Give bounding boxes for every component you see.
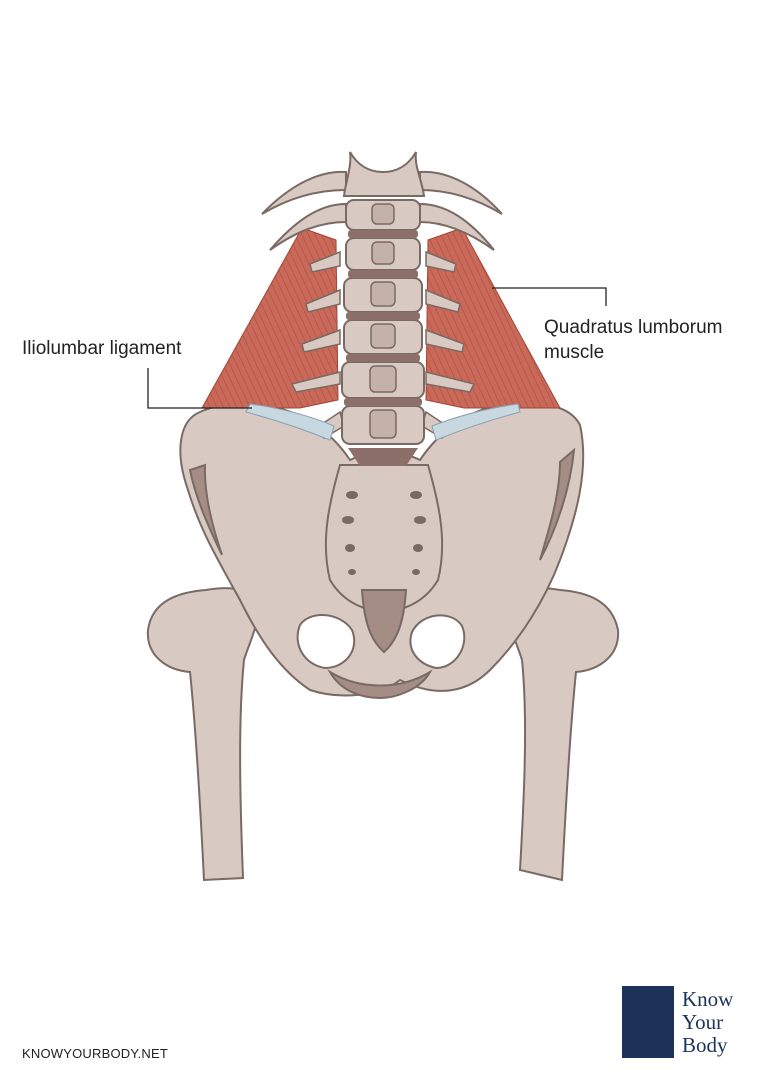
quadratus-leader-line — [492, 287, 607, 306]
sacrum — [324, 464, 444, 654]
iliolumbar-ligaments — [245, 403, 521, 441]
ribs — [261, 170, 503, 251]
iliolumbar-ligament-label: Iliolumbar ligament — [22, 338, 182, 359]
logo-text-line1: Know — [682, 987, 734, 1011]
quadratus-lumborum-right — [425, 227, 561, 409]
quadratus-lumborum-label: Quadratus lumborum muscle — [544, 315, 722, 365]
logo-text-line3: Body — [682, 1033, 728, 1057]
iliolumbar-leader-line — [147, 368, 252, 409]
right-femur — [507, 587, 620, 882]
quadratus-lumborum-left — [201, 227, 339, 409]
quadratus-label-line2: muscle — [544, 342, 605, 363]
site-url: KNOWYOURBODY.NET — [22, 1046, 168, 1061]
left-femur — [146, 587, 259, 882]
know-your-body-logo: Know Your Body — [622, 986, 762, 1064]
logo-text-line2: Your — [682, 1010, 724, 1034]
logo-text: Know Your Body — [682, 988, 733, 1057]
logo-box — [622, 986, 674, 1058]
leader-lines — [147, 287, 607, 409]
spinous-processes — [369, 203, 397, 439]
intervertebral-discs — [344, 230, 422, 466]
vertebral-column — [341, 151, 426, 445]
quadratus-label-line1: Quadratus lumborum — [544, 317, 723, 338]
